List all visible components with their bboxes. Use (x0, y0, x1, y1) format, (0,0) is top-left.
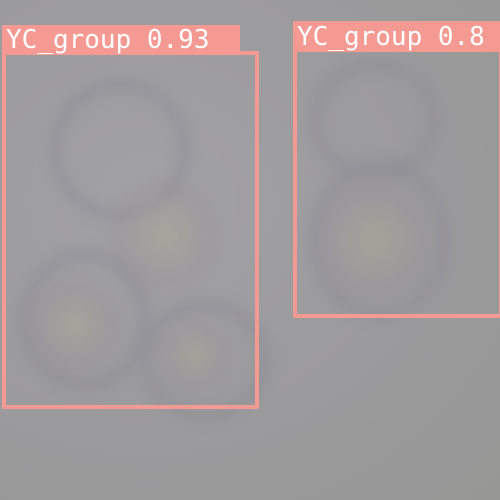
cell-blob (30, 280, 120, 370)
cell-blob (160, 320, 230, 390)
detection-label: YC_group 0.93 (2, 25, 240, 55)
cell-blob (140, 300, 270, 420)
detection-label: YC_group 0.8 (293, 22, 500, 52)
detection-box (293, 21, 500, 318)
detection-box (2, 51, 259, 409)
cell-blob (20, 250, 150, 390)
